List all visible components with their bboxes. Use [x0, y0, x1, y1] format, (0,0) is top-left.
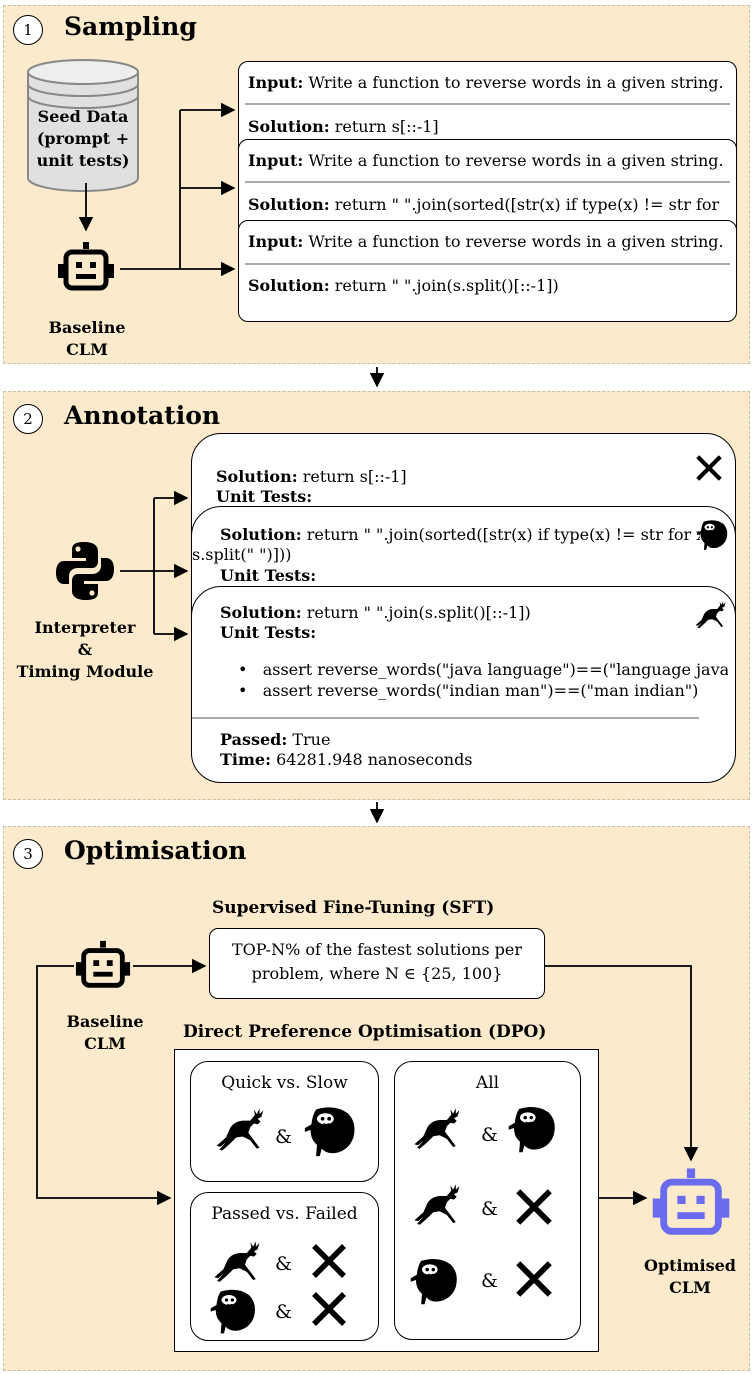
section-title-annotation: Annotation: [64, 401, 221, 430]
unit-test-item: • assert reverse_words("indian man")==("…: [238, 681, 699, 700]
unit-test-item: • assert reverse_words("java language")=…: [238, 660, 728, 679]
baseline-clm-label-sampling: Baseline CLM: [48, 318, 126, 359]
passed-vs-failed-box: Passed vs. Failed & &: [190, 1192, 379, 1341]
sample-card-3: Input: Write a function to reverse words…: [238, 220, 737, 322]
seed-data-label: Seed Data (prompt + unit tests): [36, 107, 130, 170]
section-number-sampling: 1: [13, 15, 43, 45]
section-number-annotation: 2: [13, 404, 43, 434]
python-icon: [56, 542, 114, 600]
dpo-title: Direct Preference Optimisation (DPO): [183, 1022, 547, 1042]
quick-vs-slow-box: Quick vs. Slow &: [190, 1061, 379, 1182]
sft-title: Supervised Fine-Tuning (SFT): [212, 898, 495, 918]
interpreter-timing-label: Interpreter & Timing Module: [16, 618, 154, 681]
optimised-clm-label: Optimised CLM: [644, 1256, 736, 1297]
baseline-clm-label-optimisation: Baseline CLM: [66, 1012, 144, 1053]
section-number-optimisation: 3: [13, 839, 43, 869]
sft-box: TOP-N% of the fastest solutions per prob…: [209, 928, 545, 999]
database-icon: [27, 59, 139, 192]
all-pairs-box: All & & &: [394, 1061, 581, 1340]
section-title-optimisation: Optimisation: [64, 836, 247, 865]
annotation-card-3: Solution: return " ".join(s.split()[::-1…: [191, 586, 736, 783]
section-title-sampling: Sampling: [64, 12, 197, 41]
